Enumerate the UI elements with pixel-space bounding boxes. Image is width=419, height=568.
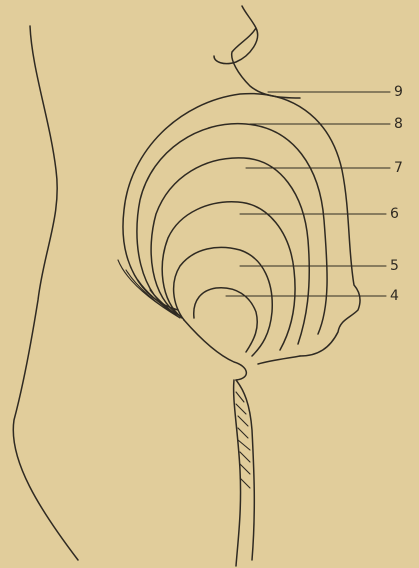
label-4: 4 xyxy=(390,288,399,304)
label-6: 6 xyxy=(390,206,399,222)
label-leader-lines xyxy=(226,92,390,296)
label-7: 7 xyxy=(394,160,403,176)
uterus-outline-5 xyxy=(174,247,273,356)
uterus-base xyxy=(184,320,300,380)
uterus-outline-4 xyxy=(194,288,258,352)
navel-outline xyxy=(214,6,300,98)
label-5: 5 xyxy=(390,258,399,274)
uterus-outline-7 xyxy=(151,158,309,344)
back-outline xyxy=(13,26,78,560)
uterus-outline-6 xyxy=(162,202,295,350)
label-9: 9 xyxy=(394,84,403,100)
label-8: 8 xyxy=(394,116,403,132)
